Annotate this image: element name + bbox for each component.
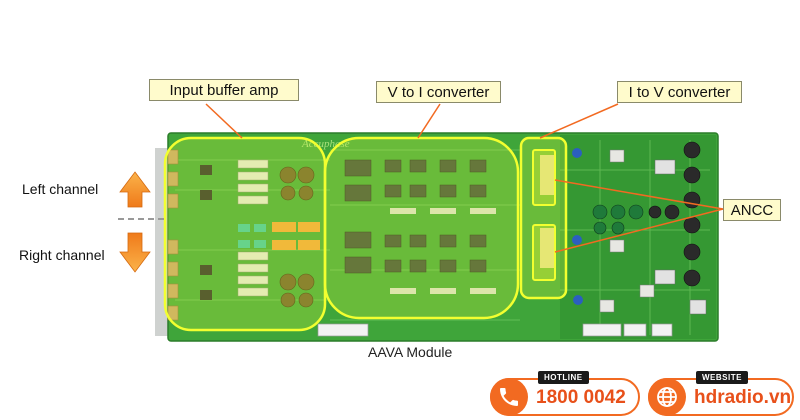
- phone-icon: [490, 378, 528, 416]
- hotline-tag: HOTLINE: [538, 371, 589, 384]
- leader-ancc-top: [554, 179, 724, 210]
- edge-connectors: [167, 149, 179, 321]
- v-to-i-components: [344, 159, 487, 274]
- bottom-connectors: [317, 323, 673, 337]
- website-url: hdradio.vn: [694, 387, 792, 408]
- leader-ancc-bottom: [554, 208, 724, 253]
- callout-ancc: ANCC: [723, 199, 781, 221]
- callout-input-buffer: Input buffer amp: [149, 79, 299, 101]
- website-badge[interactable]: WEBSITE hdradio.vn: [648, 371, 794, 416]
- leader-v-to-i: [417, 103, 441, 139]
- highlight-ancc-top: [532, 149, 556, 206]
- callout-v-to-i: V to I converter: [376, 81, 501, 103]
- highlight-ancc-bottom: [532, 224, 556, 281]
- leader-lines: [205, 103, 724, 253]
- v-to-i-resistors: [390, 208, 496, 294]
- highlight-regions: [163, 136, 568, 332]
- leader-input-buffer: [205, 103, 243, 139]
- website-tag: WEBSITE: [696, 371, 748, 384]
- module-caption: AAVA Module: [368, 344, 453, 360]
- leader-i-to-v: [539, 103, 619, 139]
- highlight-v-to-i: [323, 136, 520, 320]
- ancc-highlights: [532, 149, 556, 281]
- i-to-v-components: [540, 141, 707, 315]
- hotline-number: 1800 0042: [536, 387, 626, 408]
- input-buffer-components: [200, 159, 320, 308]
- highlight-input-buffer: [163, 136, 327, 332]
- right-channel-arrow-icon: [119, 232, 151, 273]
- callout-i-to-v: I to V converter: [617, 81, 742, 103]
- right-channel-label: Right channel: [19, 247, 105, 263]
- globe-icon: [648, 378, 686, 416]
- hotline-badge[interactable]: HOTLINE 1800 0042: [490, 371, 640, 416]
- left-channel-label: Left channel: [22, 181, 99, 197]
- left-channel-arrow-icon: [119, 171, 151, 208]
